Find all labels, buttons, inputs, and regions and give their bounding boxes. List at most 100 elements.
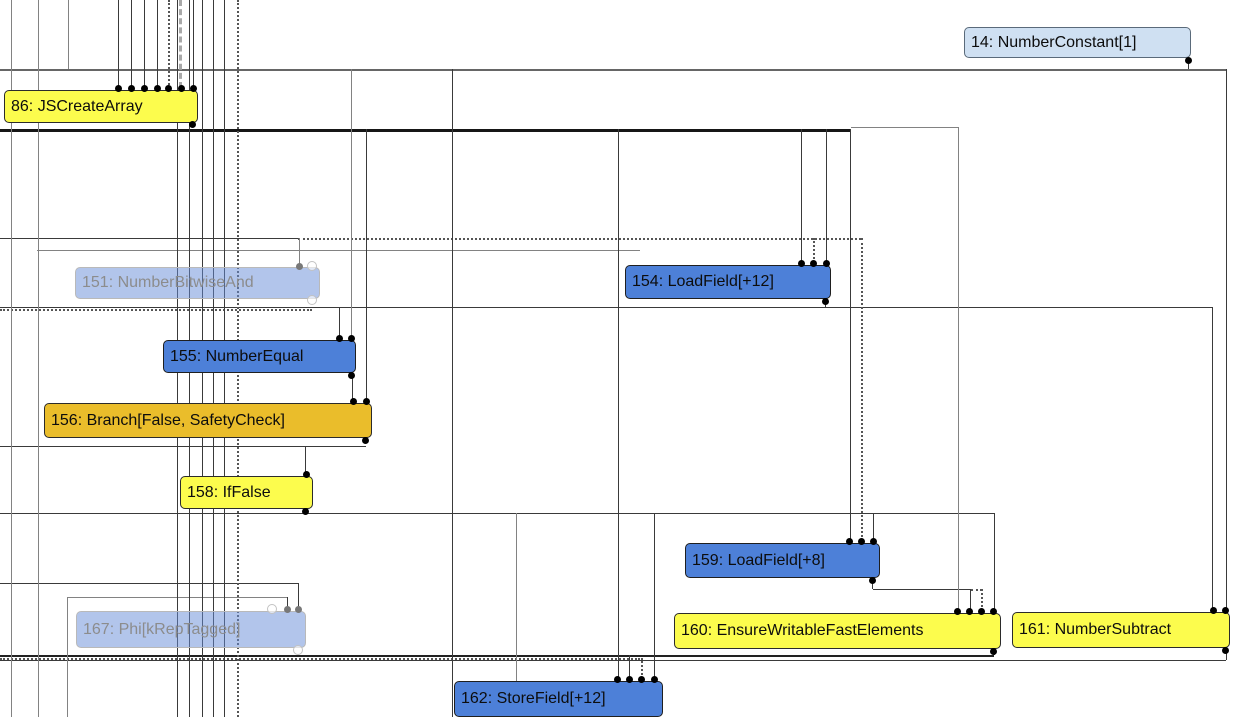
port-dot	[613, 675, 621, 683]
edge-segment-vertical	[144, 0, 145, 88]
port-dot	[869, 537, 877, 545]
edge-segment-vertical	[67, 597, 68, 717]
edge-segment-vertical	[981, 589, 983, 611]
graph-node-158[interactable]: 158: IfFalse	[180, 476, 313, 509]
port-dot	[294, 605, 302, 613]
graph-node-160[interactable]: 160: EnsureWritableFastElements	[674, 613, 1001, 649]
port-dot	[822, 259, 830, 267]
edge-segment-vertical	[352, 375, 353, 401]
edge-segment-vertical	[861, 238, 863, 541]
graph-node-159[interactable]: 159: LoadField[+8]	[685, 543, 880, 578]
edge-segment-vertical	[305, 446, 306, 474]
node-label: 14: NumberConstant[1]	[971, 33, 1137, 51]
edge-segment-vertical	[298, 583, 299, 609]
edge-segment-vertical	[1188, 60, 1189, 69]
edge-segment-vertical	[168, 0, 170, 88]
edge-segment-vertical	[813, 238, 815, 263]
edge-segment-vertical	[1226, 69, 1227, 610]
edge-segment-vertical	[366, 129, 367, 401]
edge-segment-horizontal	[971, 589, 982, 591]
edge-segment-horizontal	[0, 513, 994, 514]
edge-segment-vertical	[157, 0, 158, 88]
edge-segment-vertical	[11, 0, 12, 717]
edge-segment-vertical	[38, 0, 39, 717]
graph-node-86[interactable]: 86: JSCreateArray	[4, 90, 198, 123]
edge-segment-vertical	[629, 655, 630, 679]
edge-segment-vertical	[351, 69, 352, 338]
node-label: 155: NumberEqual	[170, 347, 304, 365]
port-dot	[140, 84, 148, 92]
edge-segment-vertical	[618, 129, 619, 679]
edge-segment-vertical	[68, 0, 69, 69]
edge-segment-vertical	[801, 129, 802, 263]
port-dot	[821, 297, 829, 305]
graph-node-155[interactable]: 155: NumberEqual	[163, 340, 356, 373]
graph-node-14[interactable]: 14: NumberConstant[1]	[964, 27, 1191, 58]
port-dot	[114, 84, 122, 92]
edge-segment-horizontal	[0, 446, 366, 447]
port-dot	[989, 647, 997, 655]
edge-segment-horizontal	[0, 309, 312, 311]
edge-segment-horizontal	[0, 129, 851, 132]
edge-segment-vertical	[1226, 648, 1227, 660]
node-label: 167: Phi[kRepTagged]	[83, 620, 241, 638]
port-dot	[335, 334, 343, 342]
edge-segment-horizontal	[0, 660, 1226, 661]
node-label: 161: NumberSubtract	[1019, 621, 1172, 638]
edge-segment-vertical	[193, 0, 194, 88]
node-label: 86: JSCreateArray	[11, 97, 143, 115]
graph-node-151[interactable]: 151: NumberBitwiseAnd	[75, 267, 320, 299]
edge-segment-vertical	[131, 0, 132, 88]
edge-segment-vertical	[179, 0, 182, 88]
port-dot	[177, 84, 185, 92]
edge-segment-vertical	[970, 589, 971, 611]
port-dot	[857, 537, 865, 545]
edge-segment-vertical	[1212, 307, 1213, 610]
port-dot	[1221, 606, 1229, 614]
edge-segment-vertical	[994, 513, 995, 611]
port-dot	[295, 262, 303, 270]
port-dot	[188, 120, 196, 128]
edge-segment-vertical	[516, 513, 517, 717]
port-dot	[283, 605, 291, 613]
port-dot	[1209, 606, 1217, 614]
edge-segment-vertical	[873, 513, 874, 541]
graph-node-161[interactable]: 161: NumberSubtract	[1012, 612, 1230, 648]
port-dot	[809, 259, 817, 267]
edge-segment-horizontal	[0, 658, 640, 660]
edge-segment-vertical	[872, 580, 873, 589]
edge-segment-vertical	[826, 129, 827, 263]
port-hollow	[267, 604, 277, 614]
edge-segment-horizontal	[0, 69, 1226, 71]
edge-segment-horizontal	[851, 127, 958, 128]
edge-segment-vertical	[118, 0, 119, 88]
port-dot	[127, 84, 135, 92]
port-dot	[347, 334, 355, 342]
graph-node-162[interactable]: 162: StoreField[+12]	[454, 681, 663, 717]
port-dot	[845, 537, 853, 545]
port-dot	[347, 371, 355, 379]
node-label: 154: LoadField[+12]	[632, 273, 774, 290]
node-label: 158: IfFalse	[187, 483, 271, 501]
port-dot	[965, 607, 973, 615]
edge-segment-vertical	[850, 129, 851, 541]
port-dot	[1221, 646, 1229, 654]
graph-node-154[interactable]: 154: LoadField[+12]	[625, 265, 831, 299]
port-dot	[301, 507, 309, 515]
node-label: 162: StoreField[+12]	[461, 690, 606, 707]
graph-node-156[interactable]: 156: Branch[False, SafetyCheck]	[44, 403, 372, 438]
node-label: 159: LoadField[+8]	[692, 551, 825, 569]
port-dot	[189, 84, 197, 92]
port-dot	[977, 607, 985, 615]
graph-node-167[interactable]: 167: Phi[kRepTagged]	[76, 611, 306, 648]
port-dot	[953, 607, 961, 615]
edge-segment-horizontal	[0, 655, 994, 657]
port-dot	[650, 675, 658, 683]
port-hollow	[293, 645, 303, 655]
port-dot	[361, 436, 369, 444]
node-label: 151: NumberBitwiseAnd	[82, 274, 254, 291]
edge-segment-vertical	[958, 127, 959, 611]
port-dot	[868, 576, 876, 584]
port-dot	[625, 675, 633, 683]
